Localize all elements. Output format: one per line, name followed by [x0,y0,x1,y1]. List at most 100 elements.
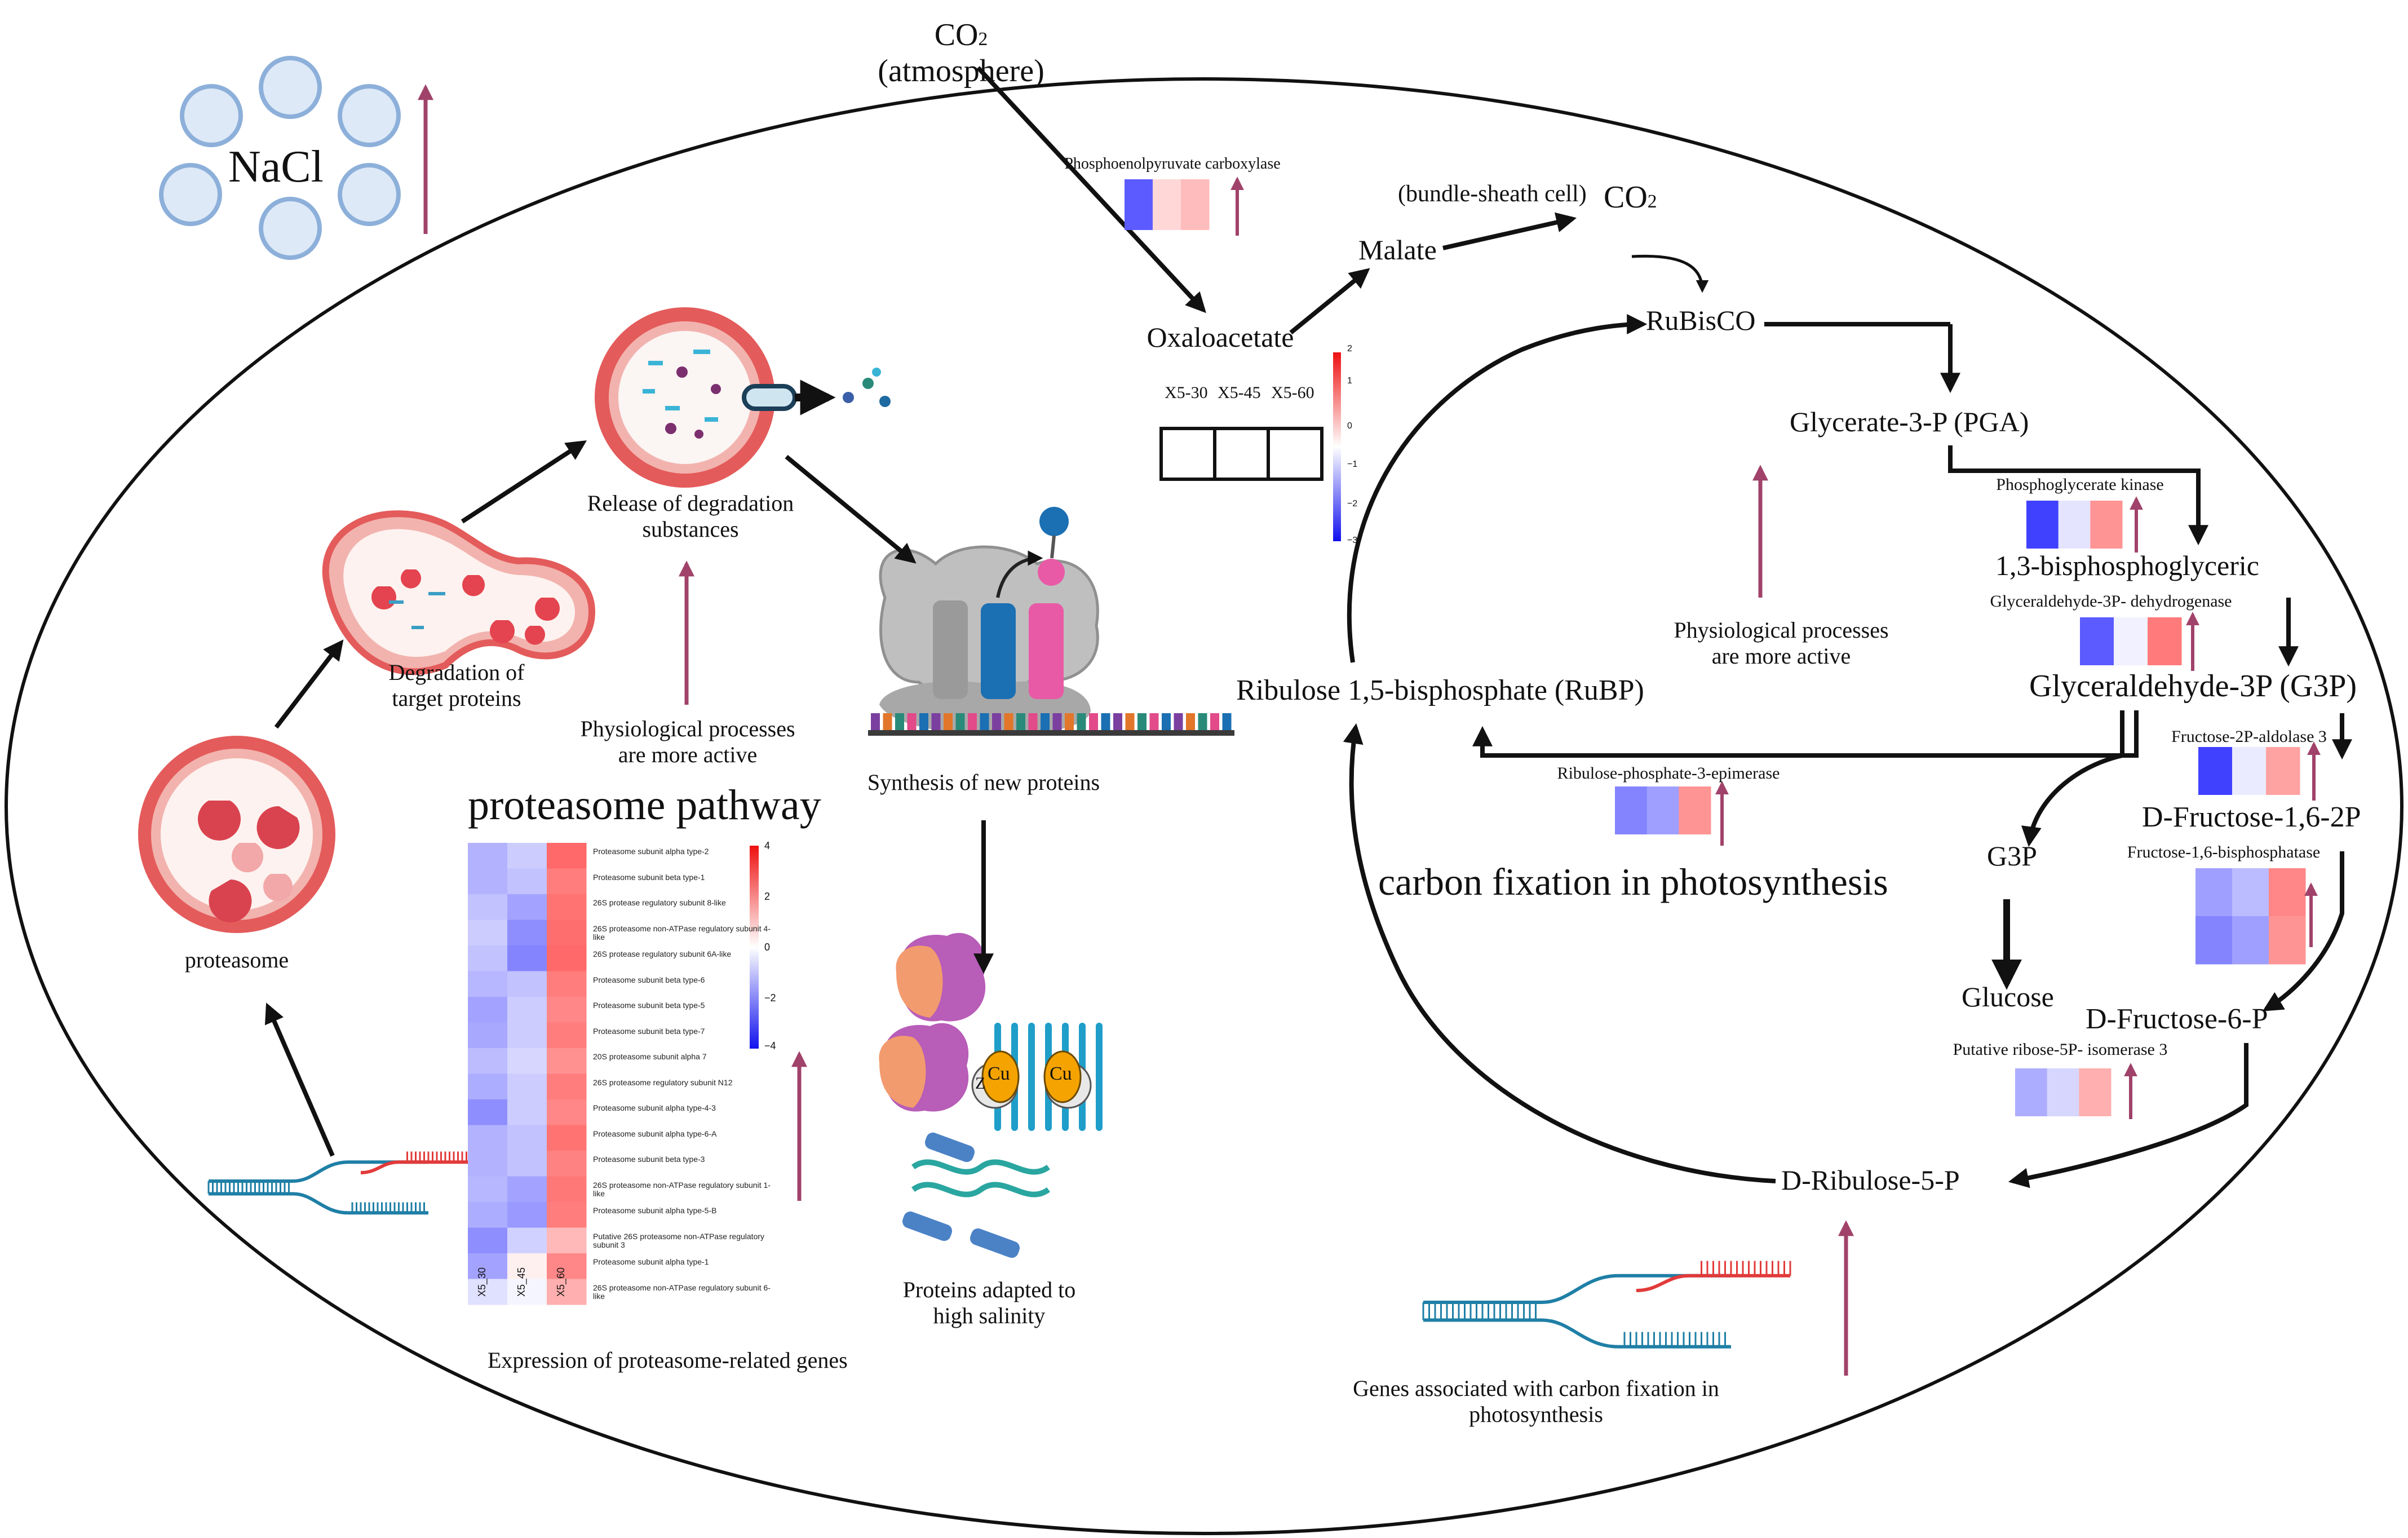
expression-cell [1679,786,1711,834]
heatmap-cell [468,1022,508,1049]
heatmap-cell [507,1099,547,1125]
pgk-strip [2026,496,2143,553]
codon-mark [1198,713,1207,730]
legend-table [1159,427,1323,481]
proteasome-colorbar [750,846,759,1049]
codon-mark [1149,713,1159,730]
heatmap-cell [547,843,587,869]
heatmap-cell [547,997,587,1023]
expression-cell [2266,747,2300,795]
heatmap-cell [547,1048,587,1074]
expression-cell [1125,179,1153,230]
heatmap-cell [507,1279,547,1305]
gapdh-strip [2080,612,2199,671]
ribosome-translation-icon [868,507,1234,736]
fba-strip [2198,741,2321,801]
heatmap-cell [507,1176,547,1203]
heatmap-cell [468,894,508,920]
codon-mark [1004,713,1013,730]
heatmap-cell [507,1227,547,1254]
heatmap-cell [507,894,547,920]
codon-mark [1222,713,1232,730]
heatmap-cell [547,1202,587,1228]
codon-mark [955,713,965,730]
heatmap-cell [547,945,587,971]
pathway-arrows-left [264,440,994,1157]
codon-mark [1162,713,1171,730]
dna-strand-icon [207,1151,472,1215]
heatmap-cell [507,971,547,997]
heatmap-cell [468,997,508,1023]
pathway-arrows-right [976,66,2352,1188]
heatmap-cell [547,1125,587,1151]
heatmap-cell [468,1099,508,1125]
rpi-strip [2015,1063,2137,1119]
codon-mark [1077,713,1086,730]
heatmap-cell [468,1176,508,1203]
codon-mark [980,713,989,730]
codon-mark [919,713,928,730]
heatmap-cell [468,1125,508,1151]
heatmap-cell [468,920,508,946]
heatmap-cell [507,1022,547,1049]
expression-cell [2232,868,2269,917]
expression-cell [2195,868,2233,917]
heatmap-cell [468,1151,508,1177]
codon-mark [1174,713,1183,730]
nacl-bubbles-icon [159,56,401,260]
expression-cell [2079,1068,2112,1116]
heatmap-cell [547,1227,587,1254]
codon-mark [1016,713,1025,730]
fbpase-strip [2195,868,2318,965]
codon-mark [1089,713,1098,730]
heatmap-cell [547,1176,587,1203]
heatmap-cell [468,1279,508,1305]
up-arrows-left [679,560,807,1201]
codon-mark [1113,713,1122,730]
expression-cell [2114,617,2148,665]
codon-mark [1028,713,1038,730]
codon-mark [1186,713,1195,730]
heatmap-cell [507,868,547,895]
heatmap-cell [468,843,508,869]
heatmap-cell [507,1253,547,1279]
heatmap-cell [468,868,508,895]
heatmap-cell [507,1202,547,1228]
heatmap-cell [507,997,547,1023]
heatmap-cell [507,920,547,946]
dna-strand-icon [1422,1261,1791,1349]
expression-cell [2015,1068,2048,1116]
codon-mark [895,713,904,730]
heatmap-cell [507,843,547,869]
codon-mark [1101,713,1110,730]
expression-cell [2269,868,2306,917]
heatmap-cell [547,1073,587,1100]
heatmap-cell [507,1151,547,1177]
expression-cell [1153,179,1181,230]
codon-mark [1125,713,1135,730]
heatmap-cell [547,1022,587,1049]
heatmap-cell [468,1073,508,1100]
up-arrows-right [1752,465,1854,1376]
expression-cell [1181,179,1210,230]
codon-mark [1041,713,1050,730]
expression-cell [2148,617,2182,665]
release-vesicle-icon [595,307,891,488]
heatmap-cell [547,1253,587,1279]
expression-cell [2090,501,2123,549]
heatmap-cell [547,1151,587,1177]
heatmap-cell [547,1099,587,1125]
codon-mark [907,713,917,730]
heatmap-cell [547,1279,587,1305]
heatmap-cell [547,971,587,997]
cell-membrane [5,77,2403,1535]
heatmap-cell [468,1253,508,1279]
heatmap-cell [547,920,587,946]
expression-cell [2198,747,2233,795]
codon-mark [1210,713,1219,730]
expression-cell [1615,786,1648,834]
expression-cell [1646,786,1679,834]
heatmap-cell [507,945,547,971]
expression-cell [2047,1068,2079,1116]
heatmap-cell [468,945,508,971]
